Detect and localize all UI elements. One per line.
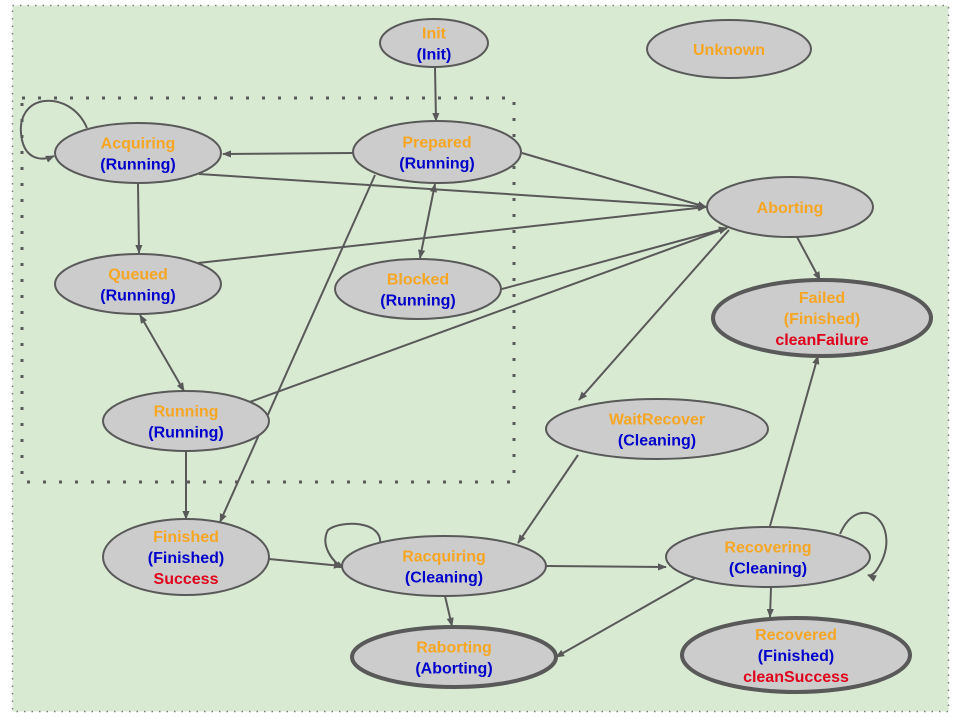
- state-ellipse: [706, 176, 874, 238]
- state-group-label: (Cleaning): [618, 433, 696, 450]
- state-group-label: (Init): [417, 47, 452, 64]
- edge-queued-to-aborting: [197, 204, 707, 264]
- state-name-label: Racquiring: [402, 549, 486, 566]
- edge-racquiring-to-raborting: [444, 595, 454, 627]
- state-group-label: (Finished): [758, 648, 834, 665]
- state-ellipse: [54, 122, 222, 184]
- state-ellipse: [102, 390, 270, 452]
- state-group-label: (Running): [100, 157, 176, 174]
- state-group-label: (Cleaning): [405, 570, 483, 587]
- edge-recovering-to-recovered: [766, 586, 774, 618]
- state-result-label: Success: [154, 571, 219, 588]
- state-name-label: WaitRecover: [609, 412, 705, 429]
- state-name-label: Recovering: [724, 540, 811, 557]
- edge-prepared-to-acquiring: [222, 150, 354, 158]
- state-group-label: (Finished): [148, 550, 224, 567]
- edge-running-to-aborting: [246, 227, 728, 404]
- nodes-layer: Init(Init)UnknownAcquiring(Running)Prepa…: [54, 18, 933, 694]
- state-node-aborting: Aborting: [706, 176, 874, 238]
- edge-queued-to-running: [139, 314, 185, 392]
- state-ellipse: [545, 398, 769, 460]
- state-name-label: Recovered: [755, 627, 837, 644]
- state-ellipse: [350, 625, 558, 689]
- state-ellipse: [680, 616, 912, 694]
- state-ellipse: [54, 253, 222, 315]
- state-group-label: (Running): [100, 288, 176, 305]
- state-node-running: Running (Running): [102, 390, 270, 452]
- state-group-label: (Running): [399, 156, 475, 173]
- edge-prepared-to-aborting: [521, 152, 707, 209]
- state-node-queued: Queued (Running): [54, 253, 222, 315]
- state-result-label: cleanFailure: [775, 332, 868, 349]
- state-name-label: Queued: [108, 267, 168, 284]
- edge-waitrecover-to-racquiring: [517, 454, 579, 544]
- edge-aborting-to-failed: [796, 236, 821, 281]
- state-node-failed: Failed (Finished) cleanFailure: [711, 278, 933, 358]
- state-name-label: Blocked: [387, 272, 449, 289]
- state-name-label: Failed: [799, 290, 845, 307]
- edge-finished-to-racquiring: [268, 558, 343, 569]
- state-name-label: Aborting: [757, 200, 824, 217]
- state-name-label: Running: [154, 404, 219, 421]
- state-ellipse: [334, 258, 502, 320]
- state-result-label: cleanSuccess: [743, 669, 849, 686]
- state-node-finished: Finished (Finished) Success: [102, 518, 270, 596]
- edge-acquiring-to-aborting: [198, 173, 707, 211]
- state-name-label: Acquiring: [101, 136, 176, 153]
- state-node-raborting: Raborting (Aborting): [350, 625, 558, 689]
- state-name-label: Prepared: [402, 135, 471, 152]
- edge-racquiring-to-recovering: [545, 563, 667, 571]
- state-node-recovered: Recovered (Finished) cleanSuccess: [680, 616, 912, 694]
- state-node-waitrecover: WaitRecover (Cleaning): [545, 398, 769, 460]
- state-node-acquiring: Acquiring (Running): [54, 122, 222, 184]
- state-ellipse: [102, 518, 270, 596]
- edge-recovering-to-recovering: [839, 511, 888, 582]
- edge-recovering-to-failed: [769, 355, 820, 527]
- state-group-label: (Running): [148, 425, 224, 442]
- edges-layer: [19, 66, 888, 658]
- state-node-init: Init (Init): [379, 18, 489, 68]
- state-node-prepared: Prepared (Running): [352, 120, 522, 184]
- state-node-recovering: Recovering (Cleaning): [665, 526, 871, 588]
- diagram-frame: [11, 4, 950, 713]
- state-ellipse: [352, 120, 522, 184]
- state-name-label: Init: [422, 26, 447, 43]
- state-ellipse: [341, 535, 547, 597]
- edge-aborting-to-waitrecover: [578, 229, 730, 401]
- edge-racquiring-to-racquiring: [324, 522, 382, 569]
- state-group-label: (Finished): [784, 311, 860, 328]
- state-name-label: Unknown: [693, 42, 765, 59]
- state-group-label: (Running): [380, 293, 456, 310]
- state-node-blocked: Blocked (Running): [334, 258, 502, 320]
- edge-prepared-to-blocked: [418, 183, 437, 259]
- state-node-unknown: Unknown: [646, 19, 812, 79]
- edge-blocked-to-aborting: [501, 226, 728, 290]
- state-ellipse: [711, 278, 933, 358]
- state-ellipse: [646, 19, 812, 79]
- running-group-box: [20, 96, 516, 484]
- edge-acquiring-to-acquiring: [19, 99, 88, 163]
- state-name-label: Raborting: [416, 640, 492, 657]
- state-group-label: (Cleaning): [729, 561, 807, 578]
- state-node-racquiring: Racquiring (Cleaning): [341, 535, 547, 597]
- state-name-label: Finished: [153, 529, 219, 546]
- state-ellipse: [379, 18, 489, 68]
- edge-prepared-to-finished: [219, 174, 376, 523]
- edge-recovering-to-raborting: [555, 576, 698, 658]
- edge-init-to-prepared: [432, 66, 440, 122]
- state-group-label: (Aborting): [415, 661, 492, 678]
- state-ellipse: [665, 526, 871, 588]
- edge-acquiring-to-queued: [135, 183, 143, 254]
